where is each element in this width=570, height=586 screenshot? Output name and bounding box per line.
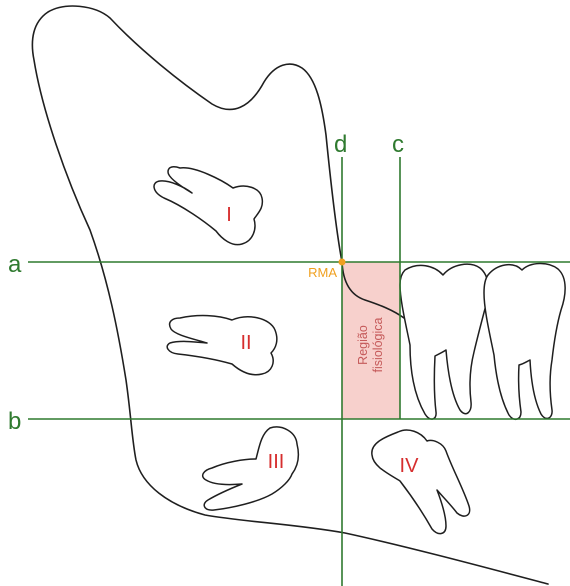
molar-1 (400, 264, 488, 419)
guide-label-c: c (392, 131, 404, 158)
tooth-position-II (167, 316, 277, 375)
position-label-IV: IV (400, 455, 420, 477)
position-label-III: III (268, 451, 285, 473)
tooth-position-IV (372, 430, 470, 534)
position-label-I: I (226, 204, 232, 226)
rma-label: RMA (308, 265, 337, 280)
region-label-line1: Região (356, 325, 370, 365)
guide-label-d: d (334, 131, 347, 158)
molar-2 (484, 263, 565, 419)
guide-label-b: b (8, 408, 21, 435)
region-label-line2: fisiológica (371, 318, 385, 373)
guide-label-a: a (8, 251, 22, 278)
position-label-II: II (240, 332, 251, 354)
rma-point (339, 259, 346, 266)
tooth-position-I (154, 167, 262, 245)
